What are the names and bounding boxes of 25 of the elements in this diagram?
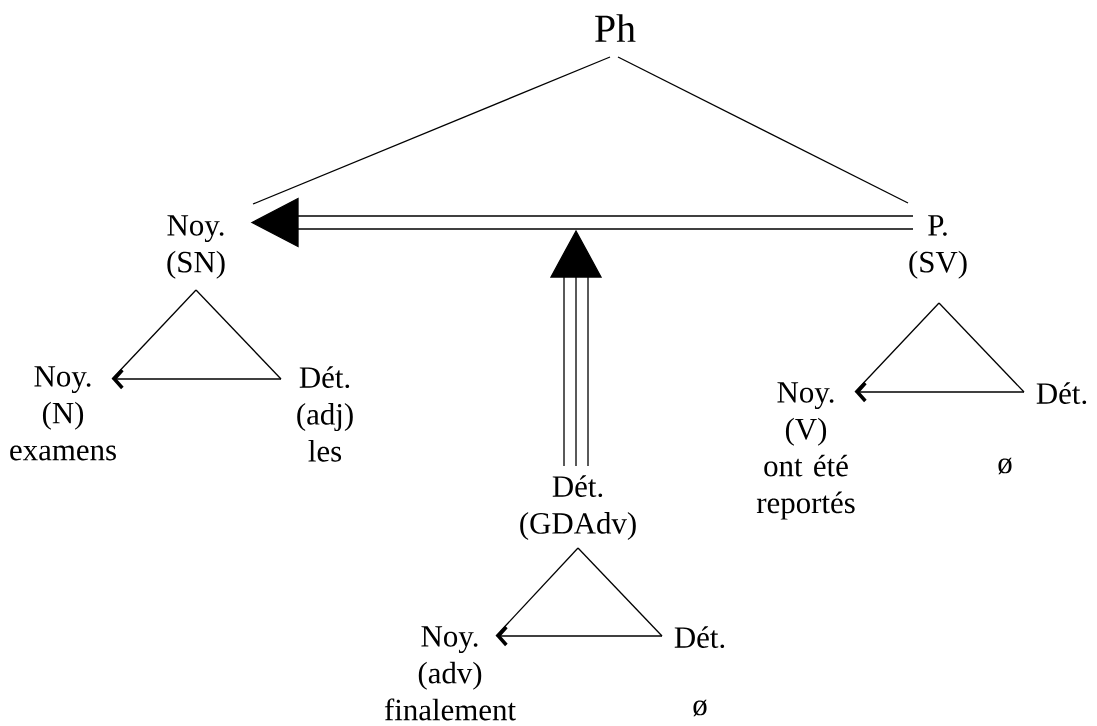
category-label: Noy. (adv) finalement bbox=[384, 626, 516, 721]
empty-symbol: ø bbox=[998, 457, 1012, 475]
category-label: Noy. (N) examens bbox=[10, 366, 116, 461]
category-label: Noy. (V) ont été reportés bbox=[756, 382, 855, 520]
category-label: Dét. (GDAdv) bbox=[520, 475, 636, 541]
category-label: Dét. bbox=[1036, 382, 1087, 405]
category-label: Dét. (adj) les bbox=[297, 366, 353, 462]
category-label: Ph bbox=[595, 14, 636, 42]
empty-symbol: ø bbox=[693, 699, 707, 717]
branch-line bbox=[111, 289, 197, 380]
branch-line bbox=[938, 302, 1025, 393]
branch-line bbox=[577, 547, 663, 637]
arrow bbox=[112, 368, 282, 390]
triple-arrow bbox=[549, 229, 603, 467]
arrow bbox=[855, 381, 1025, 403]
category-label: Noy. (SN) bbox=[167, 215, 225, 279]
branch-line bbox=[495, 547, 579, 637]
branch-line bbox=[617, 56, 909, 204]
category-label: P. (SV) bbox=[909, 215, 967, 279]
branch-line bbox=[854, 302, 940, 393]
double-arrow bbox=[250, 197, 914, 248]
branch-line bbox=[195, 289, 282, 380]
arrow bbox=[496, 625, 663, 647]
branch-line bbox=[252, 56, 611, 205]
category-label: Dét. bbox=[674, 626, 725, 649]
